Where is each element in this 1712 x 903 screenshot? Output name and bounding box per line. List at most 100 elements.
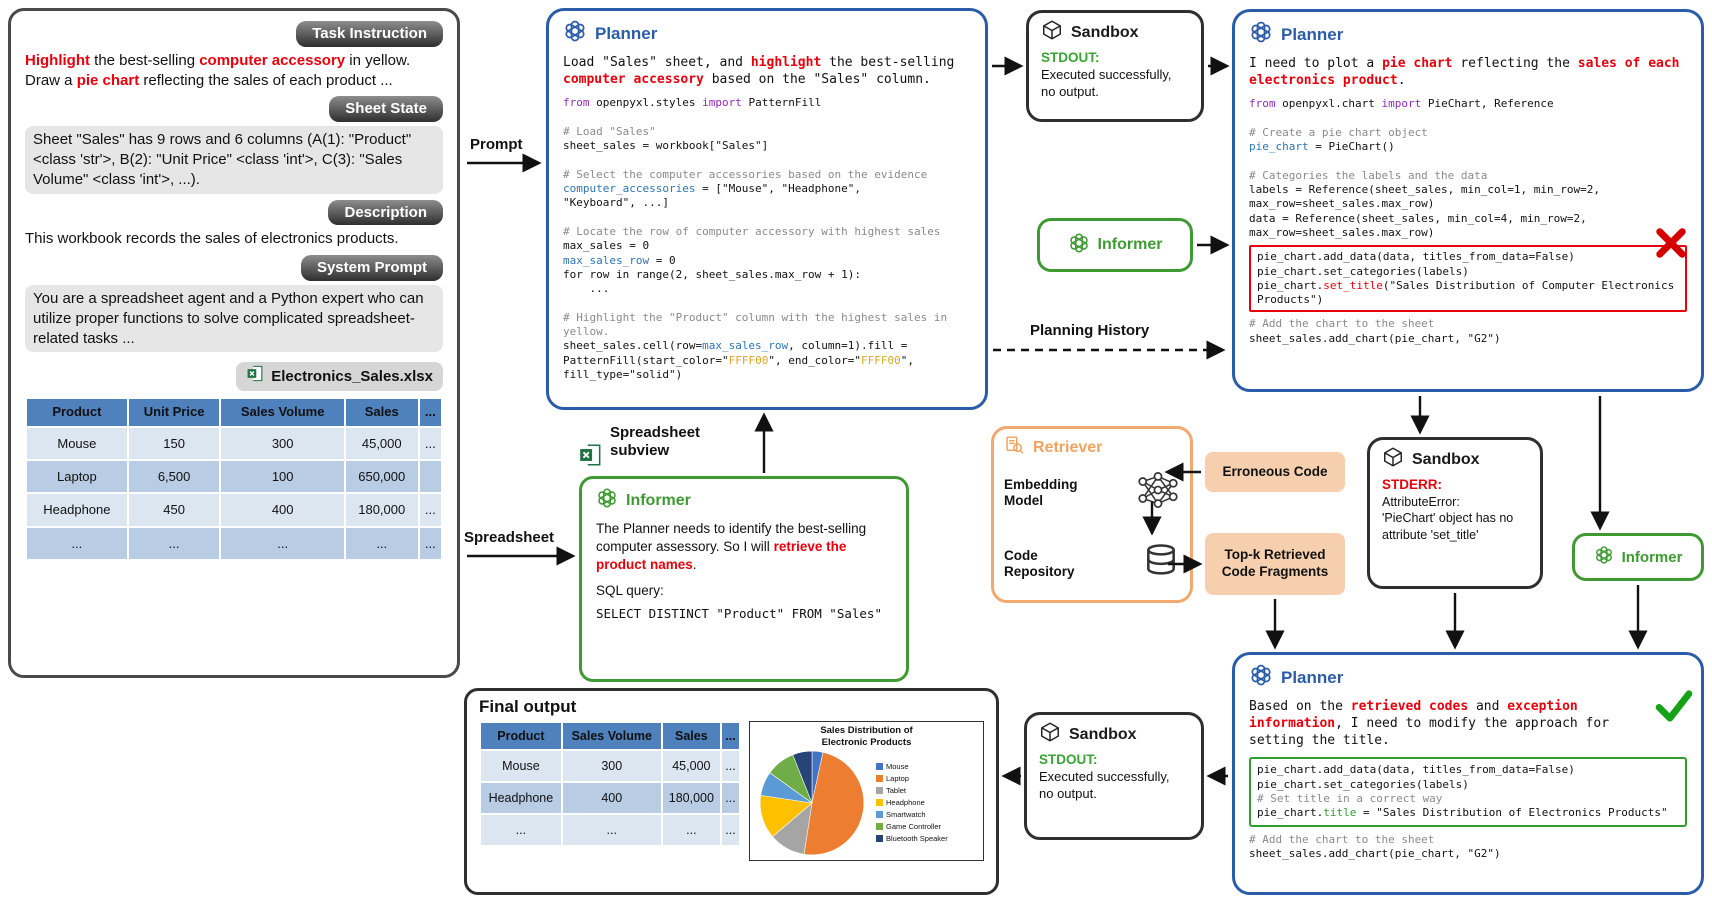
table-cell: 180,000 (343, 492, 420, 528)
table-cell: ... (719, 749, 742, 784)
table-cell: Mouse (25, 426, 129, 462)
legend-swatch (876, 787, 883, 795)
planner3-code-fixed: pie_chart.add_data(data, titles_from_dat… (1257, 763, 1668, 820)
description-text: This workbook records the sales of elect… (25, 230, 399, 248)
table-cell: ... (126, 525, 222, 561)
topk-fragments-box: Top-k Retrieved Code Fragments (1205, 533, 1345, 595)
table-cell: 300 (219, 426, 346, 462)
legend-swatch (876, 799, 883, 807)
table-cell: Headphone (25, 492, 129, 528)
planner-node-2: Planner I need to plot a pie chart refle… (1232, 9, 1704, 392)
planner3-code-bottom: # Add the chart to the sheet sheet_sales… (1249, 832, 1501, 860)
table-row: ............ (479, 813, 742, 848)
legend-swatch (876, 823, 883, 831)
column-header: Sales Volume (219, 397, 346, 429)
sandbox-node-1: Sandbox STDOUT: Executed successfully, n… (1026, 10, 1204, 122)
section-pill-sheet-state: Sheet State (329, 96, 443, 123)
node-title: Informer (1097, 236, 1163, 253)
column-header: Sales (660, 720, 722, 752)
table-cell: 400 (560, 781, 663, 816)
legend-swatch (876, 835, 883, 843)
pie-slice (803, 751, 865, 855)
pie-chart-panel: Sales Distribution of Electronic Product… (749, 721, 984, 861)
planner2-message: I need to plot a pie chart reflecting th… (1249, 56, 1688, 89)
table-cell: ... (219, 525, 346, 561)
node-title: Planner (595, 23, 658, 43)
section-pill-task-instruction: Task Instruction (296, 21, 443, 47)
erroneous-code-block: pie_chart.add_data(data, titles_from_dat… (1249, 228, 1687, 313)
column-header: Unit Price (126, 397, 222, 429)
table-cell: 180,000 (660, 781, 722, 816)
node-title: Sandbox (1069, 725, 1137, 743)
topk-fragments-label: Top-k Retrieved Code Fragments (1221, 547, 1329, 579)
section-pill-system-prompt: System Prompt (300, 255, 443, 281)
table-cell: ... (660, 813, 722, 848)
success-check-icon (1655, 689, 1693, 728)
planner2-code-error: pie_chart.add_data(data, titles_from_dat… (1257, 250, 1675, 307)
stdout-text: Executed successfully, no output. (1041, 67, 1172, 99)
spreadsheet-subview-label: Spreadsheet subview (578, 424, 700, 473)
legend-item: Tablet (876, 786, 948, 795)
legend-item: Game Controller (876, 822, 948, 831)
planner1-message: Load "Sales" sheet, and highlight the be… (563, 55, 963, 88)
section-pill-description: Description (328, 199, 443, 226)
table-cell: 45,000 (343, 426, 420, 462)
planning-history-label: Planning History (1030, 322, 1150, 339)
ai-logo-icon (563, 19, 587, 48)
ai-logo-icon (596, 487, 618, 514)
excel-file-icon (246, 364, 265, 389)
legend-item: Mouse (876, 762, 948, 771)
task-instruction-text: Highlight the best-selling computer acce… (25, 51, 411, 89)
table-cell: ... (417, 492, 444, 528)
fixed-code-block: pie_chart.add_data(data, titles_from_dat… (1249, 757, 1687, 827)
stderr-label: STDERR: (1382, 477, 1442, 492)
final-output-title: Final output (479, 697, 577, 716)
column-header: ... (719, 720, 742, 752)
table-cell: ... (343, 525, 420, 561)
sql-query-label: SQL query: (596, 583, 664, 599)
stdout-text: Executed successfully, no output. (1039, 769, 1170, 801)
table-cell: ... (417, 426, 444, 462)
legend-swatch (876, 811, 883, 819)
sandbox-node-2: Sandbox STDERR: AttributeError: 'PieChar… (1367, 437, 1543, 589)
informer-node-right: Informer (1572, 533, 1704, 581)
informer-message: The Planner needs to identify the best-s… (596, 521, 870, 572)
ai-logo-icon (1068, 232, 1090, 259)
table-cell: 450 (126, 492, 222, 528)
workbook-file-name: Electronics_Sales.xlsx (271, 367, 433, 385)
table-cell: 300 (560, 749, 663, 784)
table-cell: 650,000 (343, 459, 420, 495)
legend-swatch (876, 763, 883, 771)
table-cell: ... (417, 525, 444, 561)
table-cell: ... (719, 813, 742, 848)
informer-node-mid: Informer (1037, 218, 1193, 272)
erroneous-code-box: Erroneous Code (1205, 452, 1345, 492)
column-header: ... (417, 397, 444, 429)
node-title: Retriever (1033, 439, 1103, 456)
table-cell: ... (479, 813, 563, 848)
node-title: Informer (1621, 548, 1683, 566)
table-cell: Mouse (479, 749, 563, 784)
table-cell: 6,500 (126, 459, 222, 495)
retriever-node: Retriever Embedding Model Code Repositor… (991, 426, 1193, 603)
prompt-flow-label: Prompt (470, 136, 523, 153)
document-magnifier-icon (1004, 435, 1025, 461)
stdout-label: STDOUT: (1041, 50, 1100, 65)
input-panel: Task Instruction Highlight the best-sell… (8, 8, 460, 678)
node-title: Sandbox (1071, 23, 1139, 41)
embedding-model-label: Embedding Model (1004, 476, 1078, 508)
table-cell: ... (25, 525, 129, 561)
node-title: Informer (626, 491, 691, 509)
system-prompt-text: You are a spreadsheet agent and a Python… (25, 284, 443, 353)
pie-chart-svg (759, 750, 865, 855)
column-header: Product (25, 397, 129, 429)
stderr-text: AttributeError: 'PieChart' object has no… (1382, 495, 1514, 542)
